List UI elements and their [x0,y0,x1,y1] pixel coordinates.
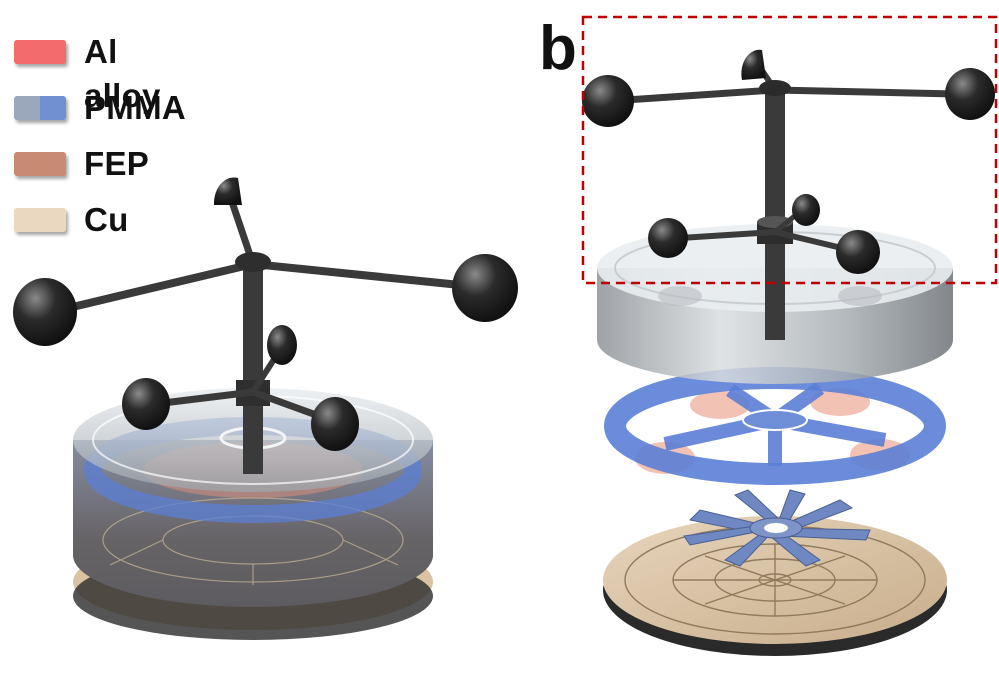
cup-lower-right [311,397,359,451]
highlight-box [581,15,998,285]
legend-swatch-cu [14,208,66,232]
pmma-rotor-hub [742,409,808,431]
rotor-lower-arm-left [677,229,778,241]
legend-swatch-pmma [14,96,66,120]
lower-arm-left [151,388,257,408]
exploded-view [581,15,998,656]
housing-reflections [658,286,882,306]
rotor-cup-lower-back [792,194,820,226]
assembled-device [13,177,518,640]
rotor-upper-hub [759,80,791,96]
rotor-shaft [765,90,785,340]
legend-swatch-fep [14,152,66,176]
fep-star-hole [764,523,788,533]
rotor-cup-lower-left [648,218,688,258]
cup-upper-back [213,177,242,205]
legend-label-cu: Cu [84,201,129,238]
panel-label: b [539,14,577,83]
cup-lower-back [267,325,297,365]
upper-arm-left [56,260,257,314]
rotor-cup-upper-back [741,49,766,80]
rotor-cup-upper-left [582,75,634,127]
rotor-cup-lower-right [836,230,880,274]
main-shaft [243,262,263,474]
rotor-upper-arm-right [771,86,959,98]
legend-swatch-al-alloy [14,40,66,64]
cu-electrode-pattern [624,525,926,635]
cup-upper-left [13,278,77,346]
rotor-upper-arm-left [621,86,779,104]
rotor-cup-upper-right [945,68,995,120]
cup-upper-right [452,254,518,322]
legend-label-al-alloy: Al alloy [84,33,161,114]
upper-hub [235,252,271,272]
legend-label-fep: FEP [84,145,150,182]
upper-arm-right [249,260,474,290]
cup-lower-left [122,378,170,430]
legend-label-pmma: PMMA [84,89,187,126]
